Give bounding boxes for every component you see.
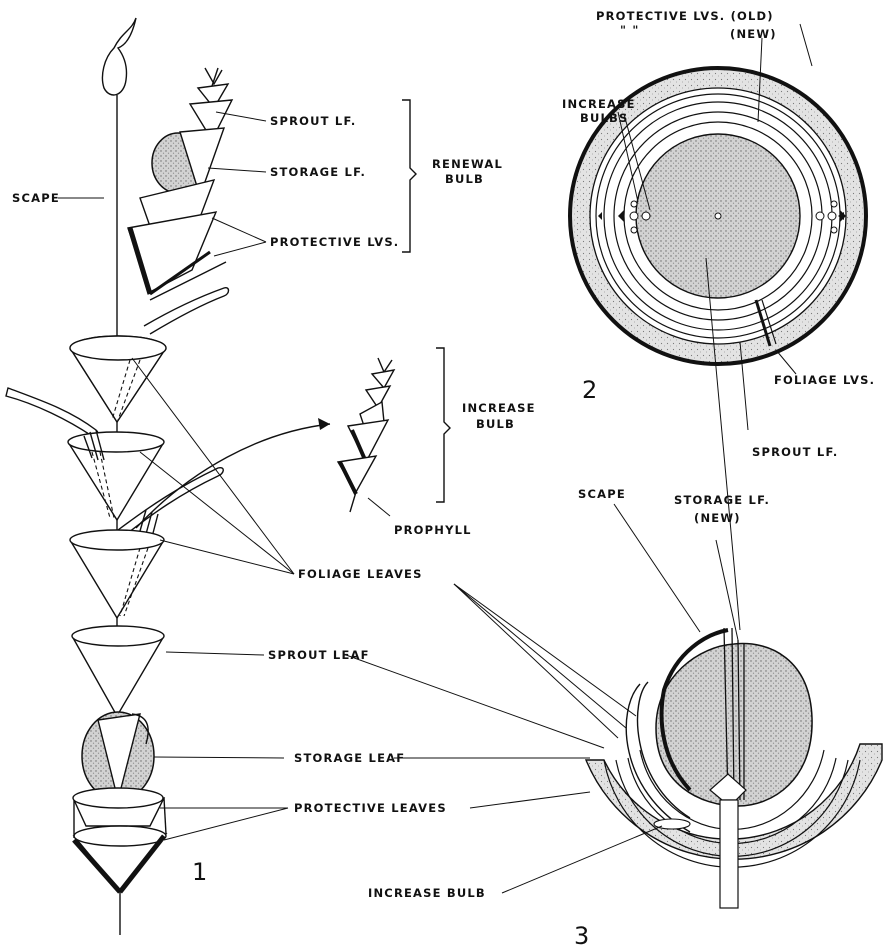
label-increase-1: INCREASE	[462, 401, 536, 415]
label-increase-bulbs-2: BULBS	[580, 111, 628, 125]
label-storage-lf-new-1: STORAGE LF.	[674, 493, 770, 507]
spathe-tip	[102, 18, 136, 95]
increase-bulb-stack	[338, 358, 394, 512]
label-sprout-lf: SPROUT LF.	[270, 114, 356, 128]
label-foliage-lvs: FOLIAGE LVS.	[774, 373, 875, 387]
figure-number-2: 2	[582, 376, 597, 404]
label-sprout-leaf: SPROUT LEAF	[268, 648, 370, 662]
sprout-leaf-cone	[72, 636, 164, 716]
label-scape-3: SCAPE	[578, 487, 626, 501]
figure-1: SCAPE SPROUT LF. STORAGE LF. PROTECTIVE …	[6, 18, 536, 935]
label-sprout-lf-2: SPROUT LF.	[752, 445, 838, 459]
figure-number-3: 3	[574, 922, 589, 950]
label-protective-leaves: PROTECTIVE LEAVES	[294, 801, 447, 815]
label-renewal-2: BULB	[445, 172, 484, 186]
label-protective-lvs-old: PROTECTIVE LVS. (OLD)	[596, 9, 774, 23]
label-renewal-1: RENEWAL	[432, 157, 503, 171]
label-ditto: " "	[620, 23, 640, 37]
label-foliage-leaves: FOLIAGE LEAVES	[298, 567, 423, 581]
label-storage-lf-new-2: (NEW)	[694, 511, 741, 525]
label-protective-lvs: PROTECTIVE LVS.	[270, 235, 399, 249]
label-increase-2: BULB	[476, 417, 515, 431]
label-increase-bulbs-1: INCREASE	[562, 97, 636, 111]
label-storage-lf: STORAGE LF.	[270, 165, 366, 179]
label-scape: SCAPE	[12, 191, 60, 205]
figure-number-1: 1	[192, 858, 207, 886]
renewal-bracket	[402, 100, 416, 252]
figure-3: SCAPE STORAGE LF. (NEW) INCREASE BULB 3	[346, 258, 882, 950]
label-prophyll: PROPHYLL	[394, 523, 472, 537]
foliage-leaf-left	[6, 388, 98, 437]
label-new: (NEW)	[730, 27, 777, 41]
label-storage-leaf: STORAGE LEAF	[294, 751, 405, 765]
increase-bracket	[436, 348, 450, 502]
renewal-bulb-stack	[128, 68, 232, 334]
label-increase-bulb-3: INCREASE BULB	[368, 886, 486, 900]
